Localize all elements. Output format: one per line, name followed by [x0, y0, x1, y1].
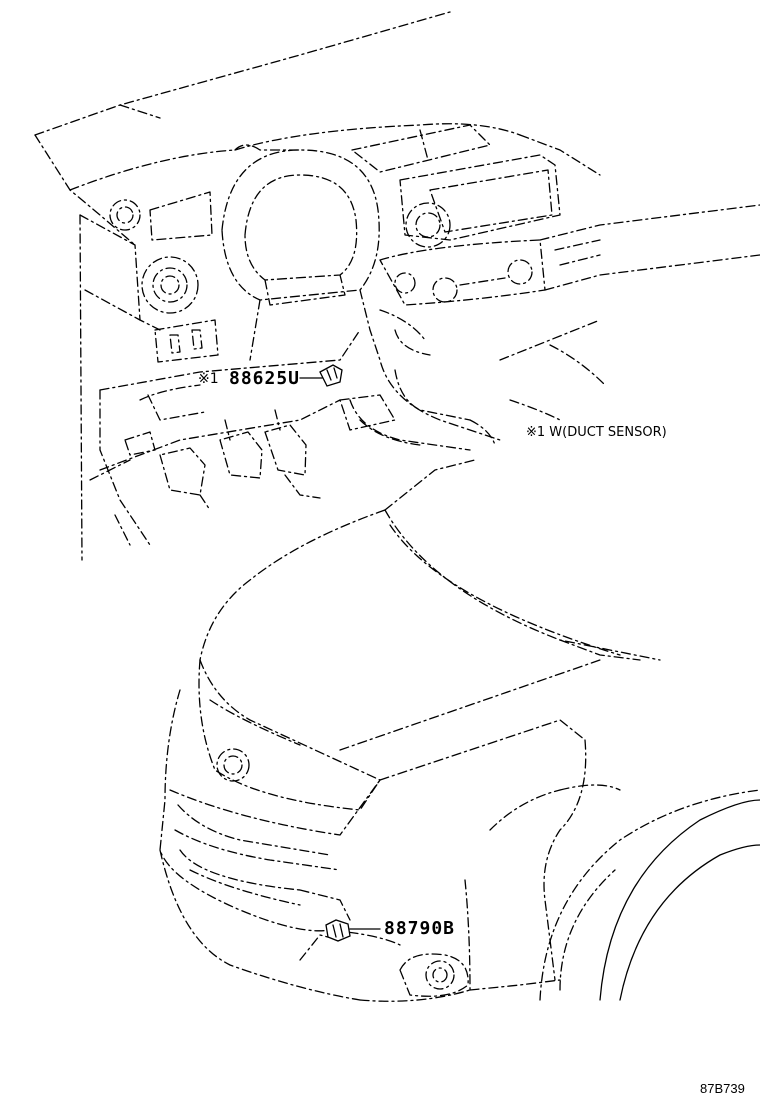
ambient-sensor-icon: [325, 919, 351, 942]
duct-sensor-icon: [319, 364, 343, 387]
dashboard-illustration: [34, 11, 760, 561]
vehicle-front-illustration: [159, 459, 760, 1002]
diagram-reference-code: 87B739: [700, 1081, 745, 1096]
duct-sensor-footnote: ※1 W(DUCT SENSOR): [526, 425, 667, 440]
duct-sensor-part-number[interactable]: 88625U: [229, 368, 301, 389]
duct-sensor-marker: ※1: [198, 371, 219, 387]
ambient-sensor-part-number[interactable]: 88790B: [384, 918, 456, 939]
